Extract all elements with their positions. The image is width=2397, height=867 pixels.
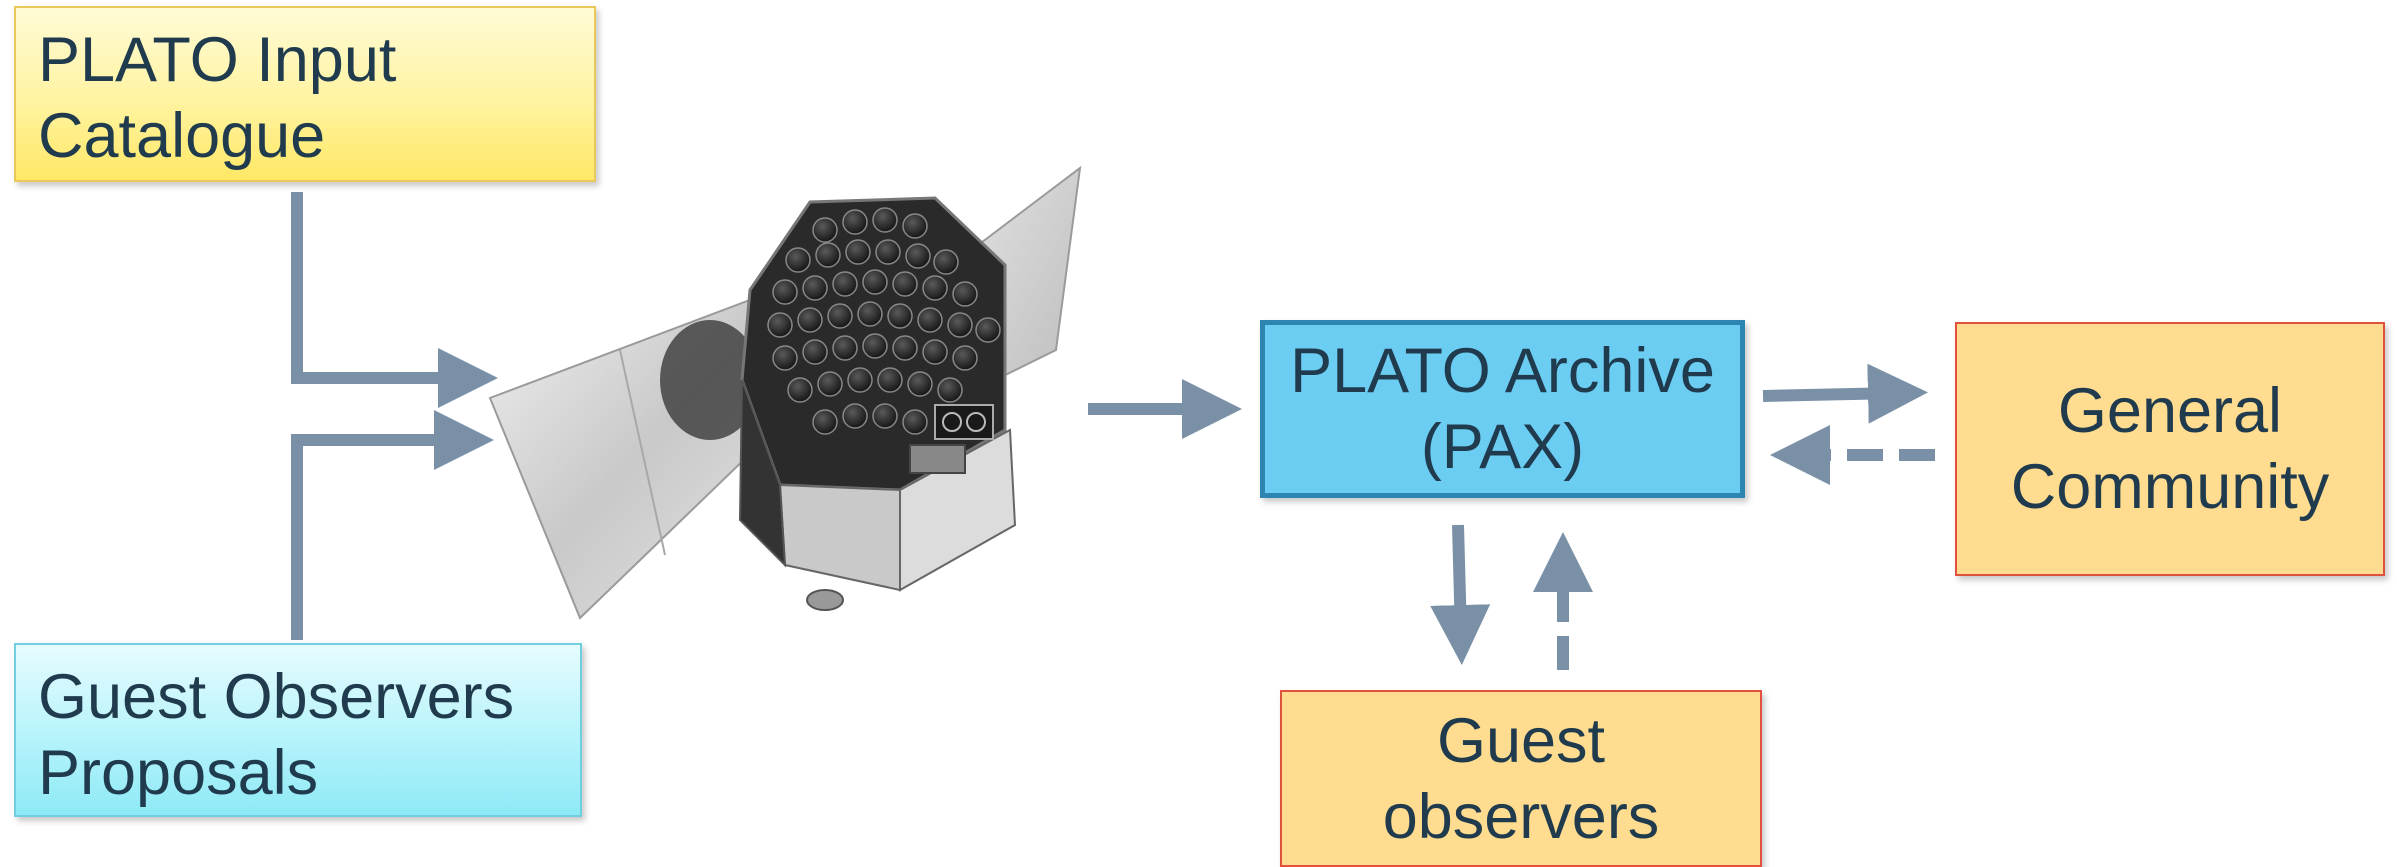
plato-archive-box: PLATO Archive (PAX) (1260, 320, 1745, 498)
arrow-proposals-to-spacecraft (291, 410, 494, 640)
box-label-line: PLATO Input (38, 25, 397, 95)
box-label-line: Community (2010, 452, 2330, 522)
box-label-line: Catalogue (38, 101, 326, 171)
arrow-catalogue-to-spacecraft (291, 192, 498, 408)
box-label-line: Proposals (38, 738, 319, 808)
box-label-line: Guest (1436, 705, 1606, 776)
plato-spacecraft-image (488, 165, 1082, 620)
guest-observers-proposals-box: Guest Observers Proposals (14, 643, 582, 817)
arrow-archive-to-community (1762, 363, 1928, 424)
box-label-line: (PAX) (1420, 412, 1585, 482)
guest-observers-box: Guest observers (1280, 690, 1762, 867)
box-label-line: Guest Observers (38, 662, 515, 732)
box-label-line: General (2057, 376, 2283, 446)
box-label-line: observers (1382, 781, 1660, 852)
plato-input-catalogue-box: PLATO Input Catalogue (14, 6, 596, 182)
general-community-box: General Community (1955, 322, 2385, 576)
box-label-line: PLATO Archive (1290, 336, 1715, 406)
arrow-archive-to-guest-observers (1430, 524, 1491, 665)
